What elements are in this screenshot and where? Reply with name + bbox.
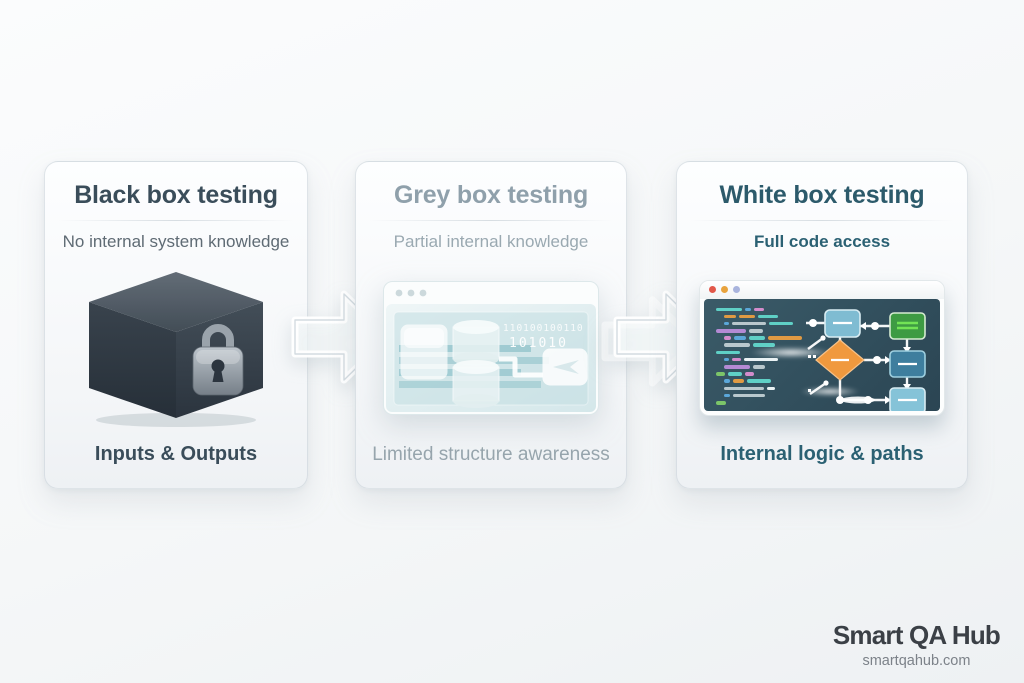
title-divider — [690, 220, 954, 221]
brand-logo: Smart QA Hub — [832, 620, 1001, 650]
zoom-dot-icon — [733, 286, 740, 293]
card-subtitle: Partial internal knowledge — [393, 232, 589, 251]
window-titlebar — [700, 280, 944, 299]
title-divider — [369, 220, 613, 221]
code-lines — [716, 307, 820, 409]
binary-text-row2: 101010 — [509, 336, 568, 351]
card-footer-label: Limited structure awareness — [372, 444, 610, 465]
card-title: White box testing — [719, 181, 925, 209]
binary-text-row1: 110100100110 — [503, 323, 584, 334]
editor-body — [704, 298, 940, 411]
card-title: Black box testing — [74, 181, 278, 209]
code-editor-flowchart-icon — [677, 252, 967, 443]
close-dot-icon — [709, 286, 716, 293]
card-footer-label: Inputs & Outputs — [94, 443, 258, 465]
title-divider — [58, 220, 294, 221]
card-black-box-testing: Black box testing No internal system kno… — [44, 161, 308, 489]
card-white-box-testing: White box testing Full code access — [676, 161, 968, 489]
card-footer-label: Internal logic & paths — [720, 443, 924, 465]
branding-block: Smart QA Hub smartqahub.com — [832, 620, 1001, 669]
card-title: Grey box testing — [393, 181, 589, 209]
code-editor-window — [699, 279, 945, 416]
card-grey-box-testing: Grey box testing Partial internal knowle… — [355, 161, 627, 489]
flowchart-graphic — [806, 308, 926, 411]
brand-website: smartqahub.com — [862, 653, 971, 669]
card-subtitle: Full code access — [753, 232, 891, 251]
minimize-dot-icon — [721, 286, 728, 293]
card-subtitle: No internal system knowledge — [62, 232, 290, 251]
locked-cube-icon — [45, 252, 307, 443]
translucent-system-window-icon: 110100100110 101010 — [356, 252, 626, 444]
